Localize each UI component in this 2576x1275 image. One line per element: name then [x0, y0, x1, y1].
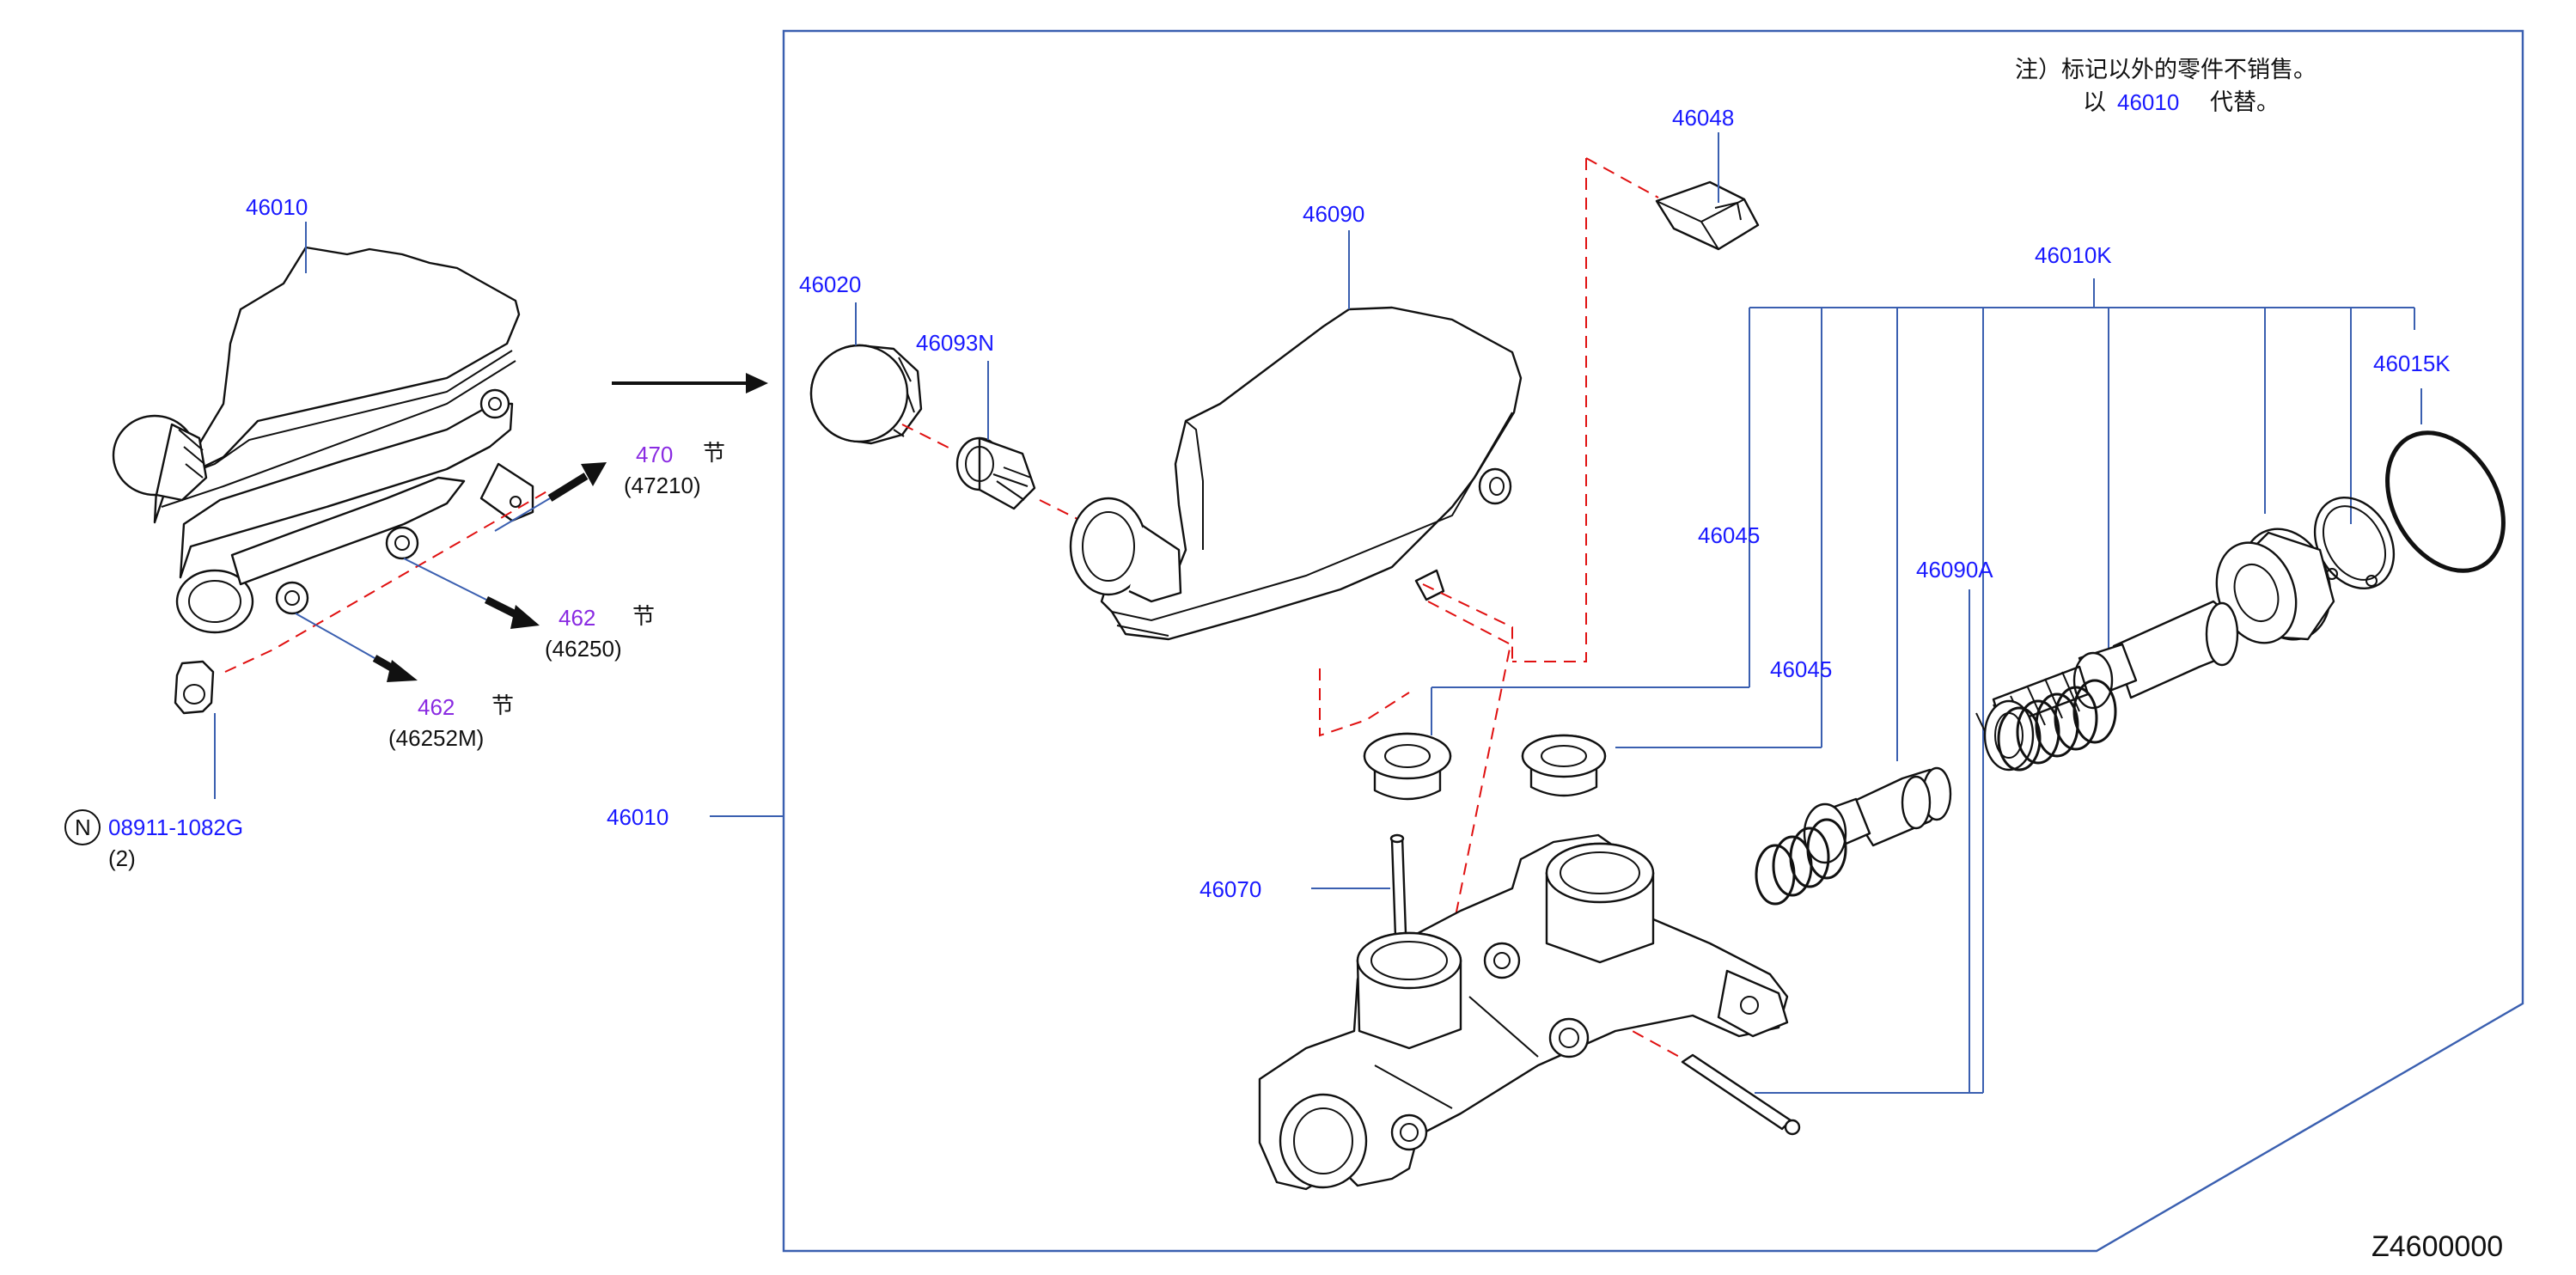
section-ref-arrow-3: [295, 613, 418, 682]
piston-kit-part-number[interactable]: 46090A: [1916, 557, 1993, 583]
sensor-part-number[interactable]: 46048: [1672, 105, 1734, 131]
note-part-number[interactable]: 46010: [2117, 89, 2179, 115]
grommet-upper-part-number[interactable]: 46045: [1698, 522, 1760, 548]
bolt-badge-circle: [64, 809, 101, 845]
roll-pin: [1681, 1053, 1801, 1136]
reservoir-dashed-line: [1422, 158, 1587, 662]
kit-part-number[interactable]: 46010K: [2035, 242, 2112, 268]
section-ref-462-a-char: 节: [632, 604, 655, 630]
section-ref-462-b-sub: (46252M): [388, 725, 484, 751]
section-ref-462-b[interactable]: 462: [418, 694, 455, 720]
bolt-dashed-line: [224, 489, 551, 673]
grommet-dashed-line: [1319, 668, 1410, 737]
section-ref-462-a-sub: (46250): [545, 636, 622, 662]
primary-piston: [1803, 766, 1952, 864]
bolt-badge: N: [75, 814, 91, 840]
bolt: [174, 660, 215, 715]
note-suffix: 代替。: [2210, 89, 2280, 116]
master-cylinder-assembly: [112, 246, 534, 634]
note-prefix: 以: [2083, 89, 2106, 116]
frame-part-number[interactable]: 46010: [607, 804, 668, 830]
grommet-upper: [1521, 734, 1607, 797]
primary-spring: [1755, 818, 1847, 906]
section-ref-470-char: 节: [703, 441, 725, 467]
grommet-lower: [1363, 732, 1452, 801]
cylinder-body: [1258, 833, 1789, 1191]
diagram-code: Z4600000: [2372, 1230, 2503, 1263]
strainer-part-number[interactable]: 46093N: [916, 330, 994, 356]
section-ref-462-b-char: 节: [491, 693, 514, 719]
secondary-piston: [1975, 600, 2239, 772]
cap-part-number[interactable]: 46020: [799, 271, 861, 297]
secondary-spring: [1997, 679, 2117, 772]
sensor-dashed-line: [1585, 157, 1659, 198]
bolt-part-number[interactable]: 08911-1082G: [108, 814, 243, 840]
sensor: [1655, 180, 1760, 251]
section-ref-470[interactable]: 470: [636, 442, 673, 467]
grommet-lower-part-number[interactable]: 46045: [1770, 656, 1832, 682]
section-ref-arrow-2: [403, 558, 540, 629]
note-line-1: 注）标记以外的零件不销售。: [2015, 57, 2317, 83]
section-ref-arrow-1: [494, 462, 607, 532]
reservoir-part-number[interactable]: 46090: [1303, 201, 1364, 227]
o-ring: [2385, 430, 2506, 573]
assembly-part-number[interactable]: 46010: [246, 194, 308, 220]
pin: [1389, 833, 1407, 938]
cap: [809, 344, 923, 445]
pin-dashed-line: [1427, 601, 1512, 963]
pin-part-number[interactable]: 46070: [1199, 876, 1261, 902]
o-ring-part-number[interactable]: 46015K: [2373, 351, 2451, 376]
strainer: [955, 436, 1036, 510]
assembly-arrow: [612, 373, 768, 393]
roll-pin-dashed-line: [1597, 1011, 1683, 1059]
section-ref-470-sub: (47210): [624, 473, 701, 498]
reservoir-tank: [1069, 306, 1523, 641]
exploded-view-frame: [782, 29, 2524, 1253]
section-ref-462-a[interactable]: 462: [559, 605, 595, 631]
bolt-quantity: (2): [108, 845, 136, 871]
kit-bracket: [1431, 278, 2422, 1094]
